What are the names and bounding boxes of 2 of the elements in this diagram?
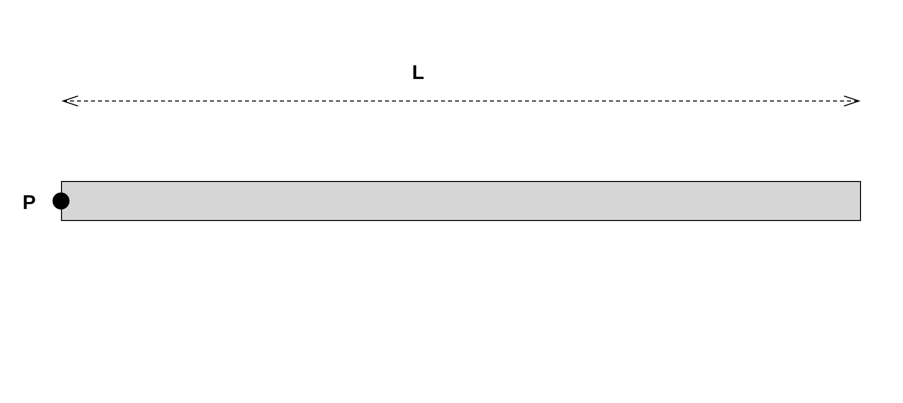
point-label: P: [22, 192, 36, 214]
length-label: L: [412, 62, 424, 84]
